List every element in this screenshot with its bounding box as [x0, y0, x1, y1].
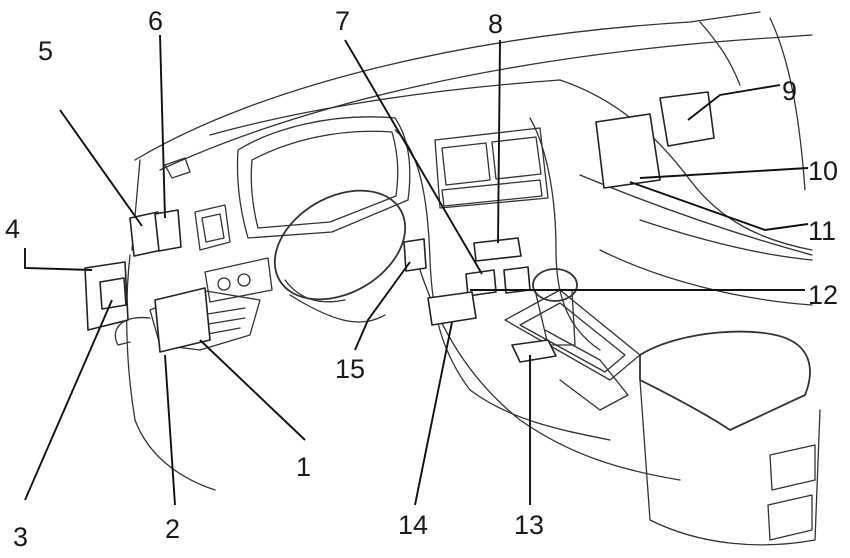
leader-1 [199, 339, 306, 441]
kick-panel-hook [114, 316, 151, 346]
leader-7 [344, 39, 483, 275]
shift-knob [532, 268, 578, 302]
passenger-lower [599, 249, 813, 306]
center-vent-right [491, 136, 542, 180]
leader-lines [24, 34, 809, 506]
rear-console-slot-2 [767, 494, 813, 541]
center-vent-frame [434, 127, 549, 209]
component-8-box [473, 237, 522, 262]
callout-14: 14 [398, 510, 428, 540]
shift-boot [534, 289, 576, 346]
dash-top-edge-inner [159, 34, 813, 171]
leader-15 [354, 261, 411, 351]
armrest [639, 330, 811, 431]
leader-6 [159, 34, 166, 219]
dash-face-line [209, 79, 561, 136]
switch-knob-2 [237, 273, 251, 287]
leader-11 [629, 181, 809, 231]
callout-4: 4 [5, 214, 20, 244]
callout-8: 8 [488, 9, 503, 39]
callout-6: 6 [148, 6, 163, 36]
callout-15: 15 [335, 354, 365, 384]
passenger-glovebox [639, 219, 813, 261]
steering-column [284, 279, 346, 303]
callout-2: 2 [165, 514, 180, 544]
dash-left-side [126, 254, 136, 421]
callout-labels: 1 2 3 4 5 6 7 8 9 10 11 12 13 14 15 [5, 6, 838, 552]
dash-right-top [699, 21, 741, 86]
steering-column-lower [289, 294, 386, 323]
dash-top-edge [134, 11, 761, 161]
callout-10: 10 [808, 156, 838, 186]
dash-right-edge [769, 17, 806, 191]
left-vent-inner [201, 213, 225, 243]
leader-9 [687, 84, 781, 121]
switch-panel [204, 257, 273, 303]
leader-5 [59, 109, 143, 227]
rear-console [639, 379, 821, 546]
console-tray-inner [519, 302, 626, 373]
callout-13: 13 [514, 510, 544, 540]
callout-11: 11 [808, 216, 836, 246]
center-vent-lower [441, 179, 543, 207]
callout-7: 7 [335, 6, 350, 36]
center-stack-outline [394, 129, 611, 441]
callout-5: 5 [38, 36, 53, 66]
callout-9: 9 [782, 76, 797, 106]
leader-10 [639, 167, 809, 179]
center-stack-right [529, 117, 601, 351]
component-9-box [659, 91, 715, 147]
component-6-box [154, 209, 182, 252]
leader-3 [24, 299, 113, 501]
dash-face-line-2 [559, 79, 813, 251]
steering-wheel-hub [273, 189, 407, 301]
component-14-box [427, 291, 477, 326]
dash-small-tab [164, 157, 191, 179]
component-10-11-box [595, 113, 661, 189]
cluster-opening [250, 130, 399, 229]
switch-knob-1 [217, 277, 231, 291]
leader-4 [24, 248, 93, 271]
component-1-2-box [154, 287, 211, 353]
dash-left-lower [134, 419, 216, 491]
callout-12: 12 [808, 280, 838, 310]
shift-gate [544, 329, 629, 411]
callout-3: 3 [13, 522, 28, 552]
leader-8 [497, 39, 501, 244]
leader-14 [414, 321, 453, 506]
callout-1: 1 [296, 452, 311, 482]
cluster-hood [236, 116, 411, 239]
component-13-box [511, 339, 557, 363]
center-vent-left [441, 142, 491, 186]
leader-2 [164, 354, 176, 506]
rear-console-slot [769, 444, 816, 491]
left-vent [194, 204, 231, 251]
component-3-box [99, 277, 127, 310]
